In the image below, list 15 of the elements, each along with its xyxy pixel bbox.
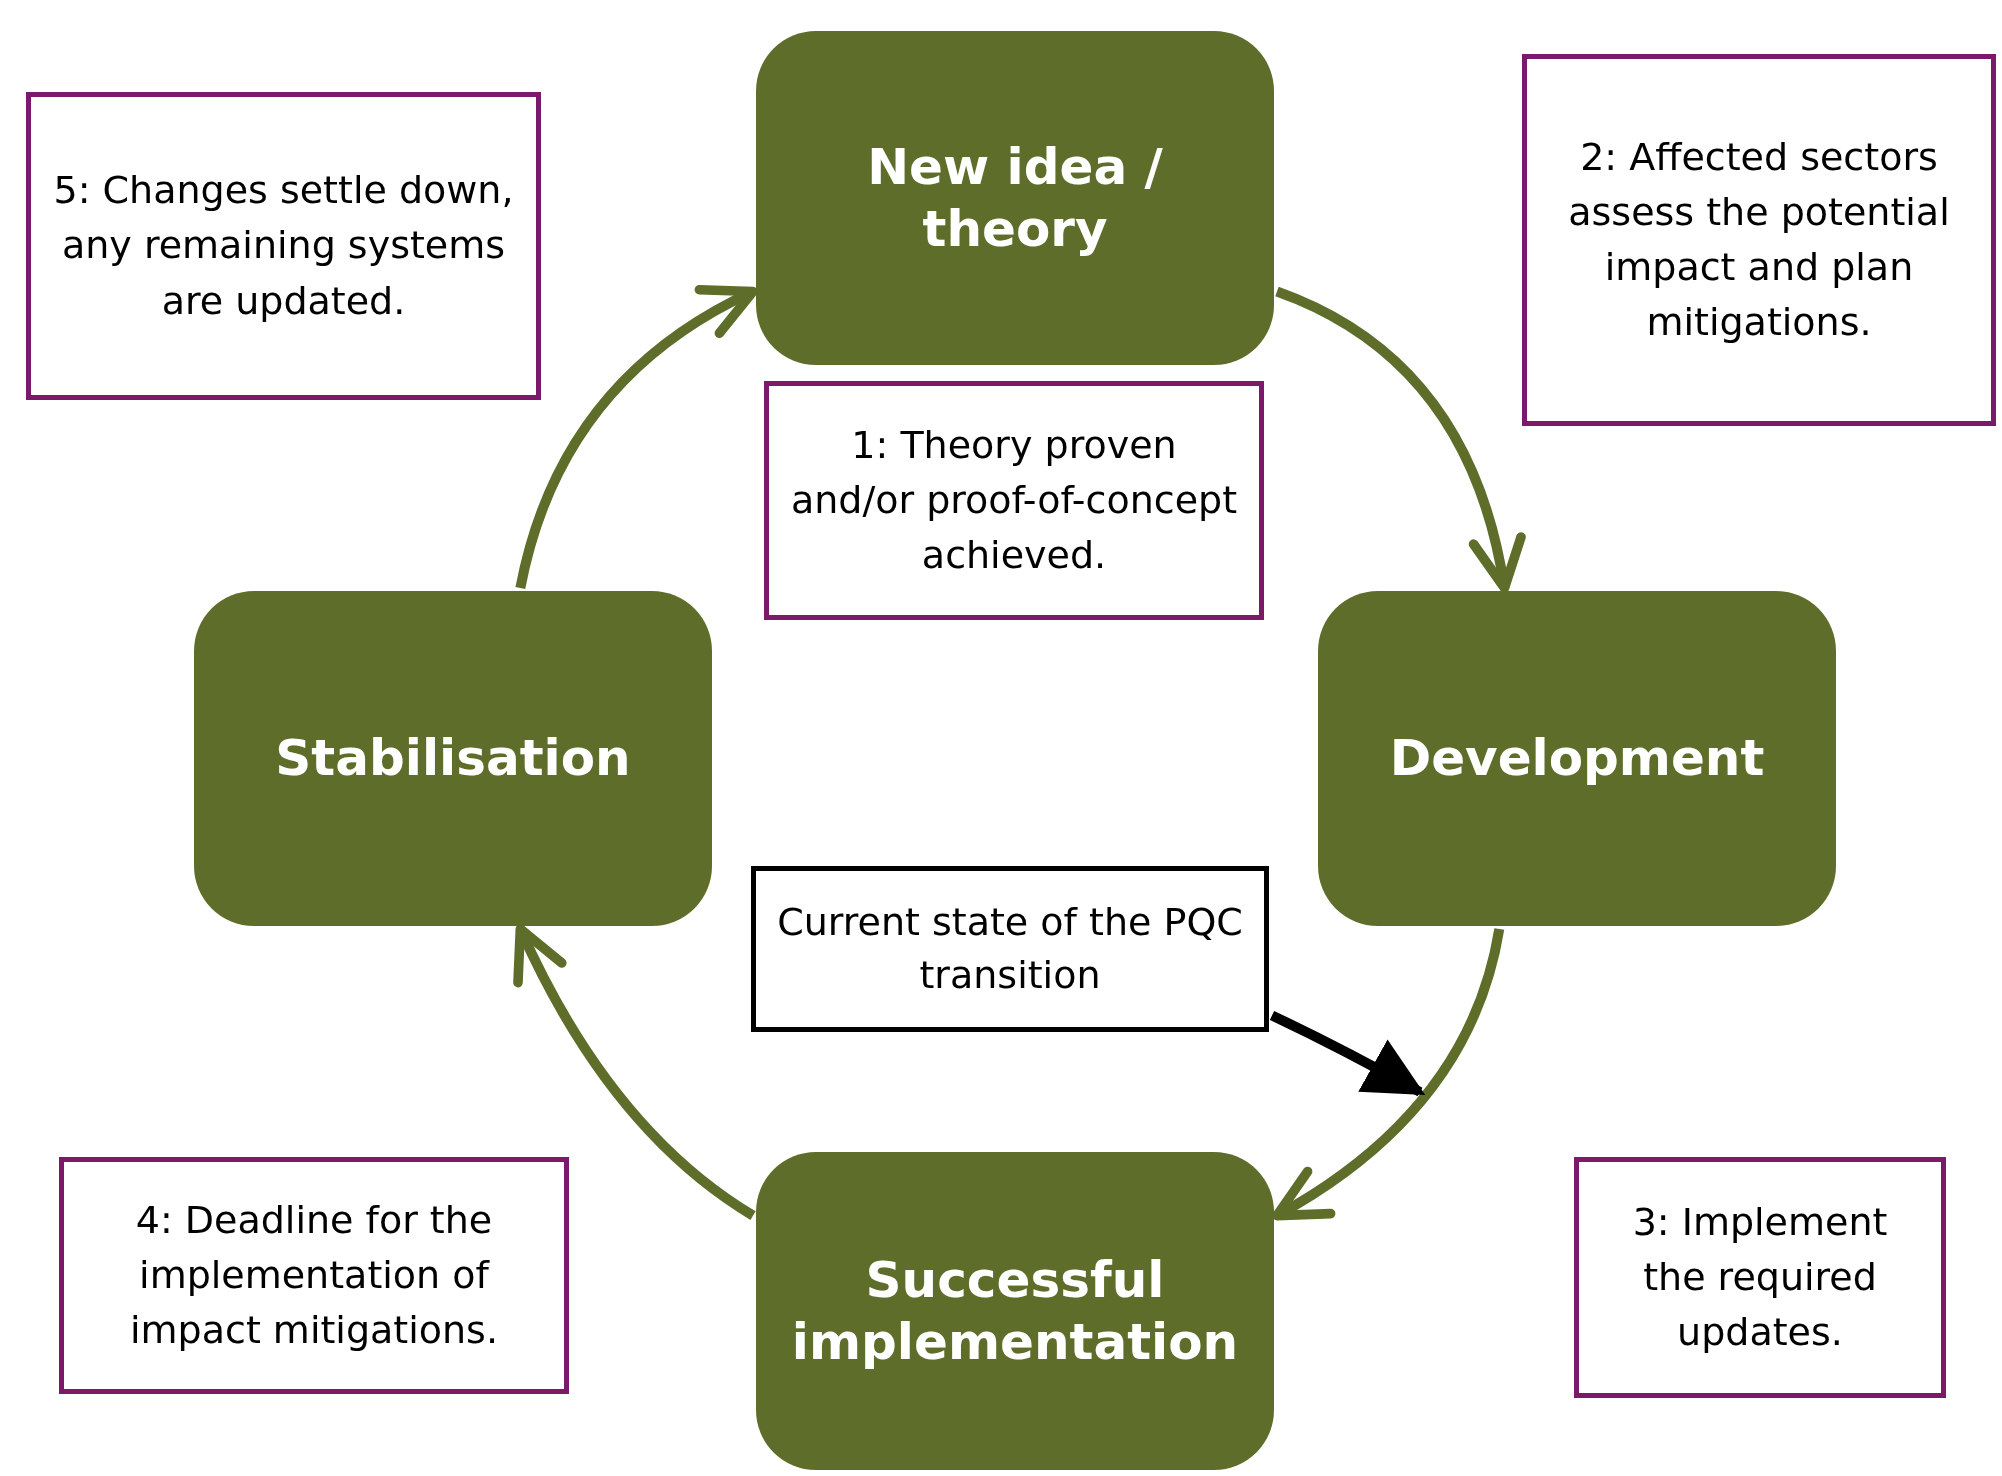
note-box: 4: Deadline for the implementation of impact mitigations. <box>59 1157 569 1394</box>
process-box: New idea / theory <box>756 31 1274 365</box>
arrow <box>1269 1010 1426 1097</box>
note-box: 2: Affected sectors assess the potential impact and plan mitigations. <box>1522 54 1996 426</box>
process-box: Development <box>1318 591 1836 926</box>
note-box: 3: Implement the required updates. <box>1574 1157 1946 1398</box>
arrow <box>1275 286 1525 593</box>
callout-box: Current state of the PQC transition <box>751 866 1269 1032</box>
arrow <box>1272 928 1505 1221</box>
process-box: Successful implementation <box>756 1152 1274 1470</box>
note-box: 5: Changes settle down, any remaining systems are updated. <box>26 92 541 400</box>
process-box: Stabilisation <box>194 591 712 926</box>
arrow <box>514 924 756 1220</box>
arrow <box>515 286 758 590</box>
note-box: 1: Theory proven and/or proof-of-concept achieved. <box>764 381 1264 620</box>
